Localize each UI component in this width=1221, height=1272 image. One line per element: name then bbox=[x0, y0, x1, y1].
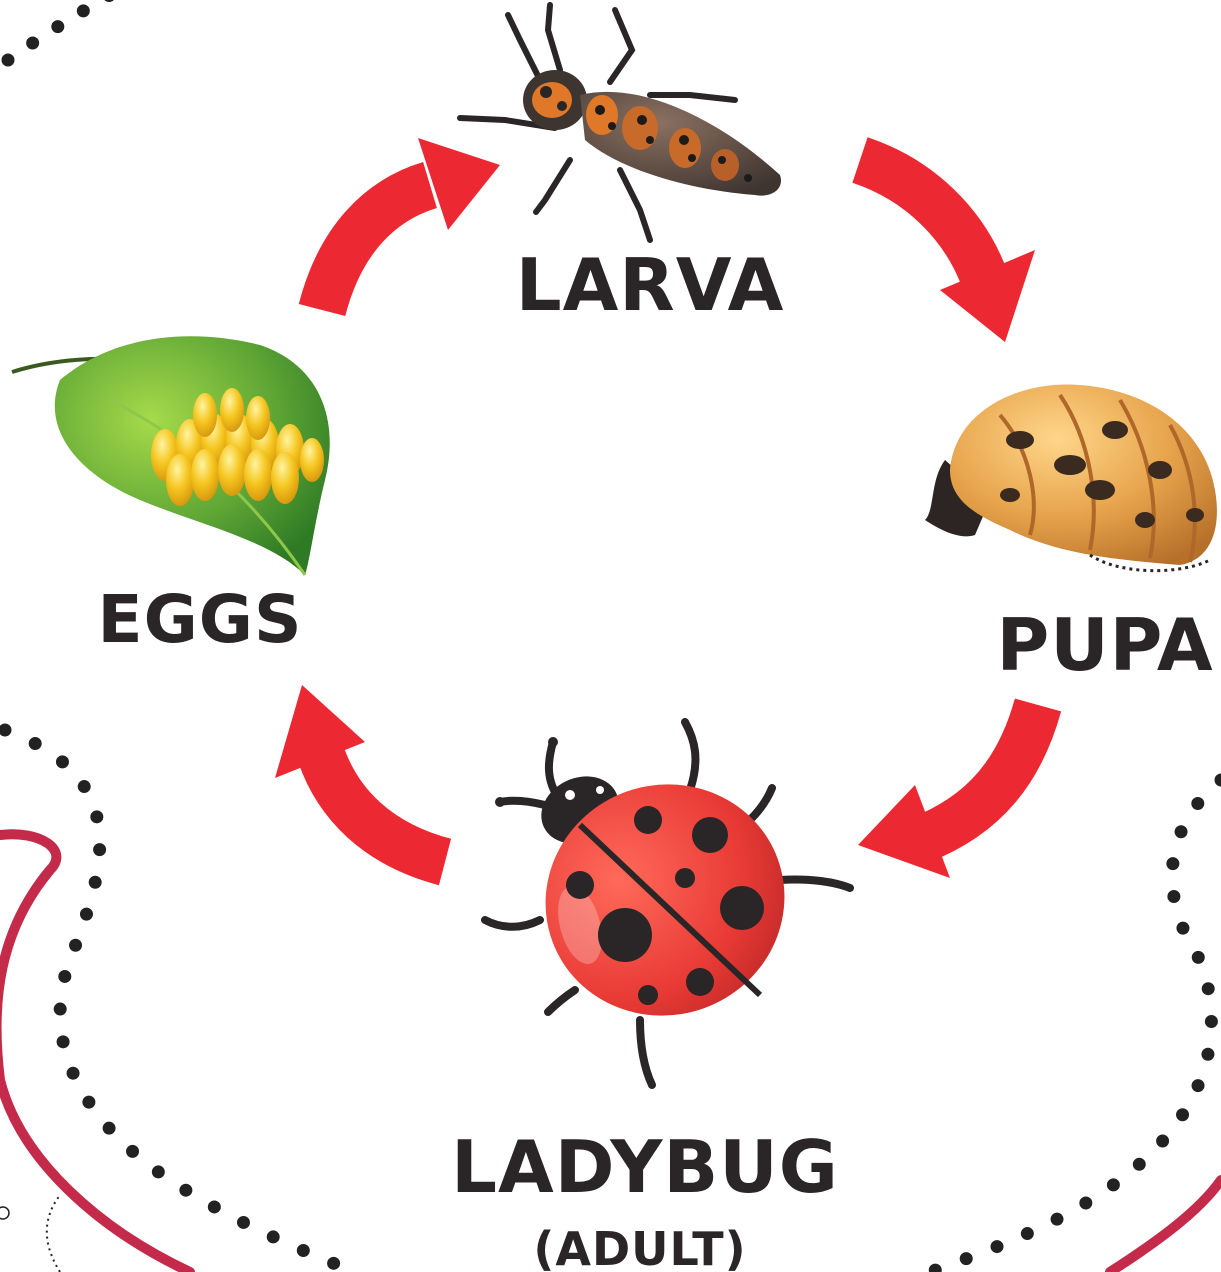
label-eggs: EGGS bbox=[98, 581, 303, 658]
larva-illustration bbox=[460, 5, 781, 240]
copyright-mark bbox=[0, 1207, 9, 1219]
red-curve-right bbox=[1110, 1180, 1221, 1272]
arrow-adult-to-eggs bbox=[275, 685, 445, 862]
pupa-illustration bbox=[925, 384, 1217, 570]
label-larva: LARVA bbox=[516, 243, 785, 327]
dotted-curve-bottom-right bbox=[930, 780, 1221, 1272]
arrow-pupa-to-adult bbox=[858, 705, 1038, 878]
arrow-eggs-to-larva bbox=[322, 138, 500, 310]
red-curve-left bbox=[0, 834, 190, 1272]
dotted-curve-top-left bbox=[8, 0, 110, 60]
thin-dotted-curve bbox=[47, 1195, 60, 1272]
dotted-curve-bottom-left bbox=[5, 730, 355, 1272]
eggs-illustration bbox=[12, 336, 330, 575]
label-ladybug: LADYBUG bbox=[451, 1125, 839, 1209]
ladybug-illustration bbox=[485, 722, 850, 1085]
label-adult: (ADULT) bbox=[533, 1222, 746, 1272]
arrow-larva-to-pupa bbox=[860, 160, 1035, 342]
label-pupa: PUPA bbox=[996, 603, 1213, 687]
